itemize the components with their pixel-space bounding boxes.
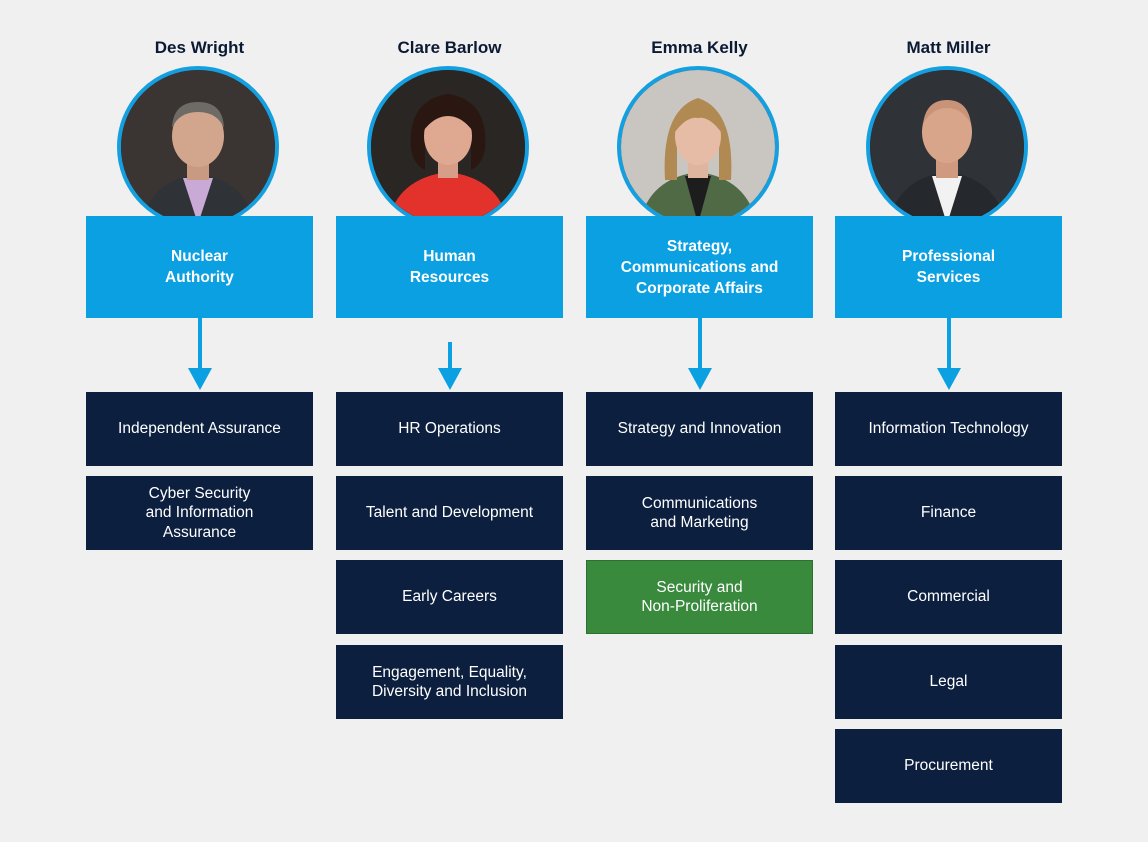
leader-photo	[367, 66, 529, 228]
portrait-man-grey-hair-icon	[121, 70, 275, 224]
team-box: Engagement, Equality, Diversity and Incl…	[336, 645, 563, 719]
team-box: Independent Assurance	[86, 392, 313, 466]
org-column-nuclear-authority: Des Wright Nuclear Authority Independent…	[86, 0, 313, 842]
department-box: Strategy, Communications and Corporate A…	[586, 216, 813, 318]
team-box: Commercial	[835, 560, 1062, 634]
team-box: Strategy and Innovation	[586, 392, 813, 466]
leader-photo	[617, 66, 779, 228]
org-column-professional-services: Matt Miller Professional Services Inform…	[835, 0, 1062, 842]
leader-name: Emma Kelly	[651, 38, 748, 57]
portrait-woman-green-blazer-icon	[621, 70, 775, 224]
arrow-down-icon	[436, 342, 464, 392]
arrow-down-icon	[935, 318, 963, 392]
team-box: HR Operations	[336, 392, 563, 466]
department-box: Professional Services	[835, 216, 1062, 318]
arrow-down-icon	[686, 318, 714, 392]
arrow-down-icon	[186, 318, 214, 392]
team-box: Early Careers	[336, 560, 563, 634]
portrait-woman-red-top-icon	[371, 70, 525, 224]
leader-name: Clare Barlow	[397, 38, 502, 57]
portrait-man-dark-suit-icon	[870, 70, 1024, 224]
department-box: Nuclear Authority	[86, 216, 313, 318]
team-box: Talent and Development	[336, 476, 563, 550]
org-column-human-resources: Clare Barlow Human Resources HR Operatio…	[336, 0, 563, 842]
team-box: Information Technology	[835, 392, 1062, 466]
org-column-strategy: Emma Kelly Strategy, Communications and …	[586, 0, 813, 842]
team-box: Legal	[835, 645, 1062, 719]
team-box: Finance	[835, 476, 1062, 550]
team-box: Procurement	[835, 729, 1062, 803]
team-box: Communications and Marketing	[586, 476, 813, 550]
leader-name: Des Wright	[154, 38, 245, 57]
team-box-highlighted: Security and Non-Proliferation	[586, 560, 813, 634]
leader-photo	[117, 66, 279, 228]
leader-photo	[866, 66, 1028, 228]
department-box: Human Resources	[336, 216, 563, 318]
leader-name: Matt Miller	[906, 38, 991, 57]
team-box: Cyber Security and Information Assurance	[86, 476, 313, 550]
